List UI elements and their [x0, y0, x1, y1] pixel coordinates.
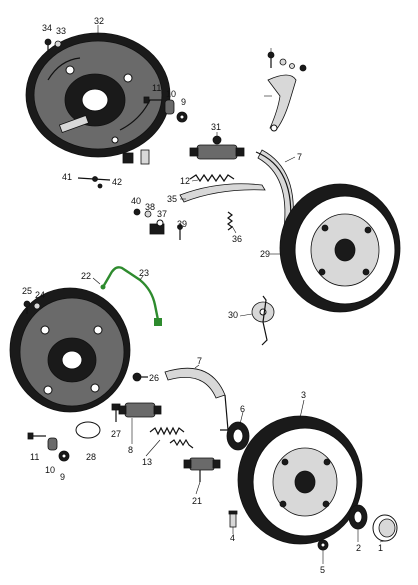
washer-40: [279, 58, 287, 66]
bolt-17: [23, 300, 31, 314]
callout: 10: [166, 89, 176, 99]
nut-9-upper: [176, 111, 188, 123]
callout: 7: [197, 356, 202, 366]
bolt-11-upper: [143, 96, 162, 104]
spring-10-lower: [47, 437, 58, 451]
cap-1: [372, 514, 398, 542]
nut-42: [299, 64, 307, 72]
callout: 38: [145, 202, 155, 212]
nut-9-lower: [58, 450, 70, 462]
bearing-2: [348, 504, 368, 530]
nut-5: [317, 539, 329, 551]
wheel-cylinder-23: [189, 135, 245, 160]
callout: 8: [128, 445, 133, 455]
callout: 11: [152, 83, 161, 93]
callout: 23: [139, 268, 149, 278]
seal-6: [226, 421, 250, 451]
return-spring-12-upper: [189, 173, 235, 183]
callout: 36: [232, 234, 242, 244]
callout: 7: [297, 152, 302, 162]
ring-20: [75, 421, 101, 439]
callout: 33: [56, 26, 66, 36]
brake-line-15: [100, 266, 162, 326]
callout: 32: [94, 16, 104, 26]
callout: 27: [111, 429, 121, 439]
callout: 1: [378, 543, 383, 553]
callout: 12: [180, 176, 190, 186]
parts-29-32: [133, 208, 165, 235]
brake-drum-upper: [279, 183, 401, 313]
callout: 4: [230, 533, 235, 543]
stud-4: [228, 510, 238, 528]
callout: 35: [167, 194, 177, 204]
wheel-cylinder-8: [118, 402, 162, 418]
spring-28: [227, 211, 233, 231]
callout: 10: [45, 465, 55, 475]
cover-22: [251, 295, 275, 346]
callout: 24: [35, 290, 45, 300]
spring-10-upper: [164, 99, 175, 115]
callout: 40: [131, 196, 141, 206]
leader-lines: [92, 25, 385, 564]
brake-shoe-7-lower: [164, 367, 229, 431]
callout: 26: [149, 373, 159, 383]
bolt-11-lower: [27, 432, 46, 440]
lever-38: [267, 74, 297, 132]
washer-41: [289, 63, 295, 69]
backing-plate-upper: [25, 32, 171, 158]
part-37: [140, 149, 150, 165]
return-spring-12-lower: [149, 426, 194, 449]
bolt-39: [267, 51, 275, 68]
callout: 22: [81, 271, 91, 281]
brake-drum-lower: [237, 415, 363, 545]
callout: 3: [301, 390, 306, 400]
callout: 39: [177, 219, 187, 229]
callout: 6: [240, 404, 245, 414]
callout: 25: [22, 286, 32, 296]
shoe-27: [179, 183, 266, 203]
callout: 41: [62, 172, 72, 182]
callout: 34: [42, 23, 52, 33]
callout: 42: [112, 177, 122, 187]
part-36: [122, 152, 134, 164]
callout: 28: [86, 452, 96, 462]
callout: 2: [356, 543, 361, 553]
callout: 9: [181, 97, 186, 107]
pin-33-34-35: [77, 176, 111, 189]
bolt-26: [44, 38, 52, 52]
callout: 29: [260, 249, 270, 259]
callout: 9: [60, 472, 65, 482]
callout: 13: [142, 457, 152, 467]
adjuster-13: [183, 457, 221, 482]
callout: 30: [228, 310, 238, 320]
bolt-31: [177, 224, 183, 240]
washer-16: [33, 302, 41, 310]
callout-labels: 32 34 33 11 10 9 31 41 42 12 35 40 38 37…: [22, 16, 383, 575]
callout: 37: [157, 209, 167, 219]
backing-plate-lower: [9, 287, 131, 413]
callout: 21: [192, 496, 202, 506]
callout: 11: [30, 452, 39, 462]
callout: 31: [211, 122, 221, 132]
washer-25: [54, 40, 62, 48]
callout: 5: [320, 565, 325, 575]
